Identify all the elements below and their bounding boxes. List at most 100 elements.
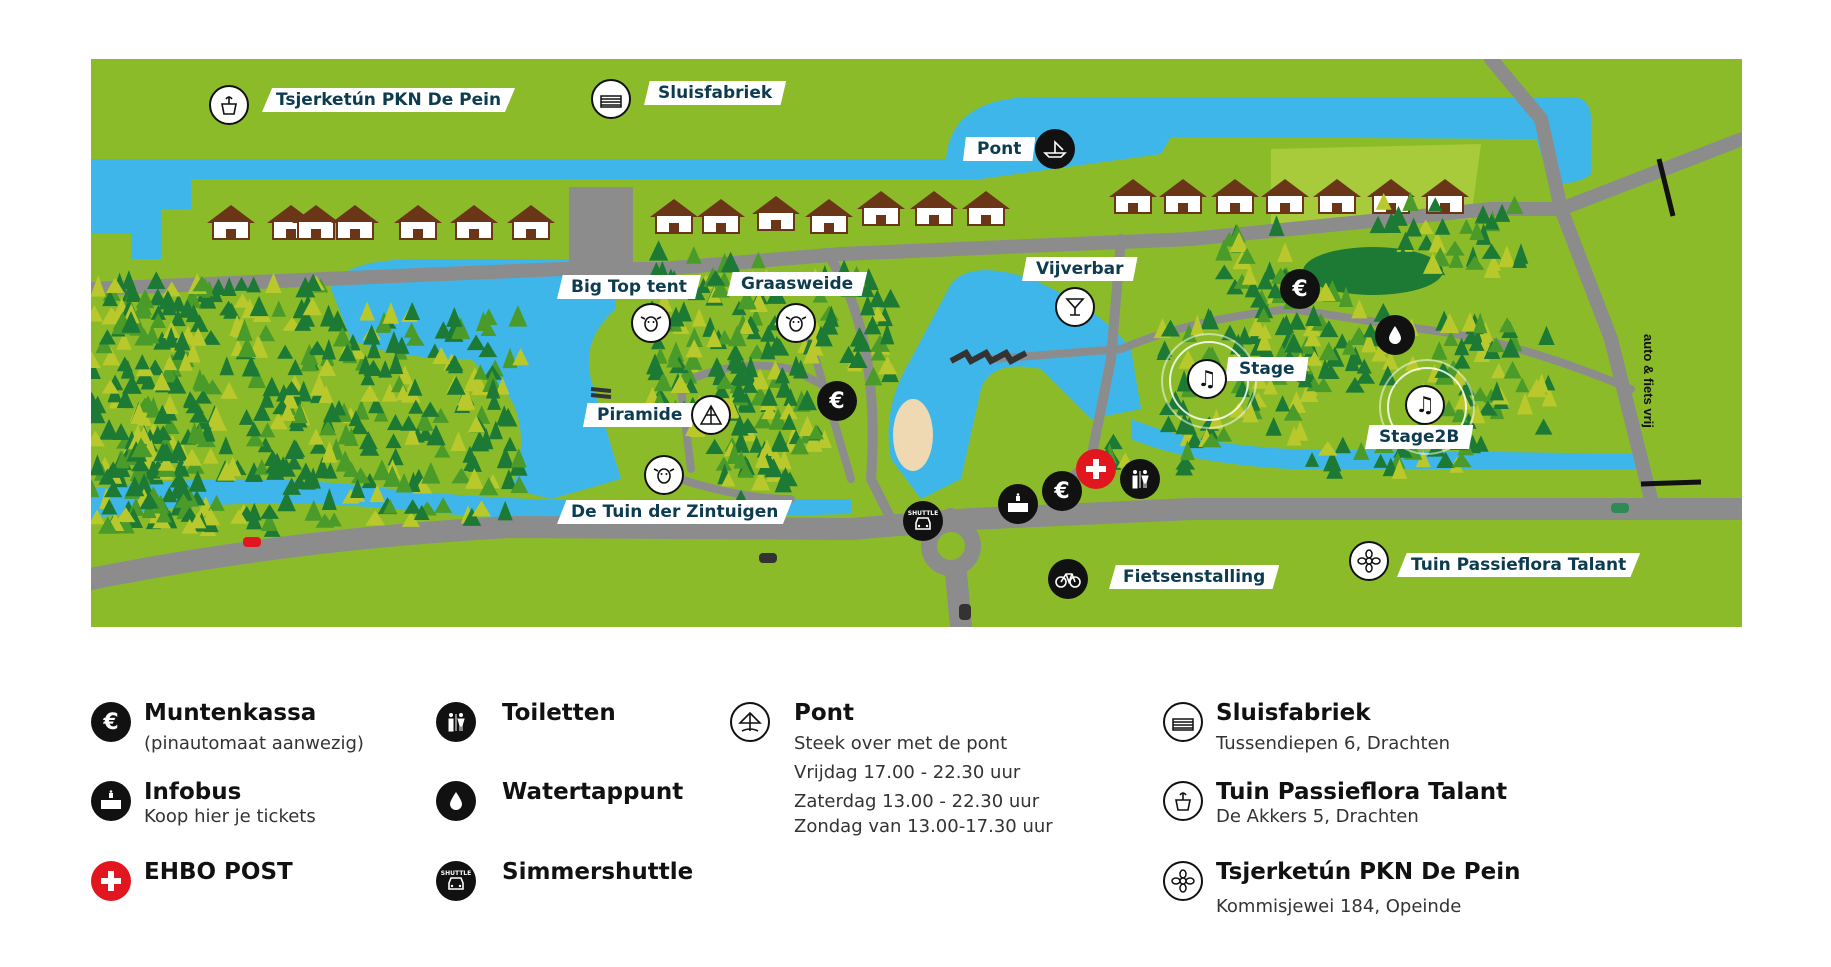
legend-line: Steek over met de pont	[794, 733, 1008, 754]
tree	[1283, 403, 1303, 421]
bridge	[949, 349, 1028, 365]
cow-icon[interactable]	[776, 303, 816, 343]
tree	[797, 389, 817, 411]
tree	[1254, 297, 1274, 319]
tree	[155, 507, 172, 523]
tree	[246, 276, 262, 293]
tree	[1265, 416, 1282, 436]
tree	[254, 458, 270, 475]
tree	[178, 352, 193, 371]
tree	[807, 424, 824, 440]
factory-icon	[1163, 702, 1203, 742]
tree	[733, 450, 749, 469]
tree	[407, 378, 423, 396]
tree	[1481, 243, 1502, 259]
label-vijverbar[interactable]: Vijverbar	[1022, 257, 1138, 281]
tree	[696, 277, 711, 293]
tree	[793, 359, 809, 379]
label-tuin-zintuigen[interactable]: De Tuin der Zintuigen	[557, 500, 793, 524]
map-canvas: auto & fiets vrij	[91, 59, 1742, 627]
tree	[1278, 314, 1294, 334]
tree	[326, 512, 342, 527]
tree	[421, 401, 440, 417]
tree	[299, 310, 316, 327]
music-note-icon[interactable]: ♫	[1187, 359, 1227, 399]
toilet-icon[interactable]	[1120, 459, 1160, 499]
label-sluisfabriek[interactable]: Sluisfabriek	[644, 81, 787, 105]
tree	[359, 431, 378, 450]
tree	[208, 494, 225, 511]
euro-icon[interactable]: €	[1280, 269, 1320, 309]
bicycle-icon[interactable]	[1048, 559, 1088, 599]
tree	[446, 307, 463, 327]
tree	[310, 374, 328, 396]
tree	[323, 462, 338, 479]
tree	[775, 377, 794, 398]
first-aid-cross-icon	[91, 861, 131, 901]
pyramid-icon[interactable]	[691, 395, 731, 435]
tree	[512, 347, 529, 366]
euro-icon[interactable]: €	[1042, 471, 1082, 511]
label-tsjerketun[interactable]: Tsjerketún PKN De Pein	[262, 88, 516, 112]
tree	[350, 467, 371, 484]
tree	[150, 304, 166, 320]
label-big-top-tent[interactable]: Big Top tent	[557, 275, 701, 299]
tree	[1454, 337, 1470, 356]
flower-icon[interactable]	[1349, 541, 1389, 581]
label-graasweide[interactable]: Graasweide	[727, 272, 868, 296]
tree	[282, 477, 302, 495]
tree	[1305, 304, 1322, 327]
tree	[116, 388, 134, 409]
road-barrier	[1640, 479, 1702, 487]
tree	[720, 251, 741, 273]
legend-title: Pont	[794, 700, 855, 726]
tree	[387, 447, 404, 466]
tree	[282, 381, 302, 396]
tree	[383, 499, 398, 514]
lake-central	[888, 270, 1141, 499]
label-fietsenstalling[interactable]: Fietsenstalling	[1109, 565, 1280, 589]
tree	[479, 477, 499, 496]
water-drop-icon[interactable]	[1375, 315, 1415, 355]
roundabout	[921, 516, 981, 576]
garden-icon[interactable]	[209, 85, 249, 125]
festival-map: auto & fiets vrij Tsjerketún PKN De Pein…	[91, 59, 1742, 627]
label-tuin-passieflora[interactable]: Tuin Passieflora Talant	[1397, 553, 1641, 577]
tree	[1249, 339, 1266, 356]
tree	[737, 287, 757, 310]
tree	[508, 304, 528, 327]
music-note-icon[interactable]: ♫	[1405, 385, 1445, 425]
shuttle-icon[interactable]: SHUTTLE	[903, 501, 943, 541]
first-aid-cross-icon[interactable]	[1076, 449, 1116, 489]
factory-icon[interactable]	[591, 79, 631, 119]
tree	[116, 331, 132, 350]
tree	[1273, 344, 1290, 361]
tree	[715, 374, 735, 390]
tree	[173, 330, 191, 351]
ferry-icon[interactable]	[1035, 129, 1075, 169]
tree	[713, 381, 730, 399]
euro-icon[interactable]: €	[817, 381, 857, 421]
cocktail-icon[interactable]	[1055, 287, 1095, 327]
label-stage[interactable]: Stage	[1225, 357, 1309, 381]
cow-icon[interactable]	[631, 303, 671, 343]
tree	[738, 318, 754, 335]
tree	[181, 518, 198, 534]
tree	[366, 339, 381, 359]
tree	[183, 390, 198, 407]
tree	[284, 439, 305, 459]
tree	[1263, 377, 1278, 395]
tree	[1471, 387, 1490, 402]
tree	[98, 516, 118, 534]
info-bus-icon[interactable]	[998, 484, 1038, 524]
tree	[1465, 255, 1485, 270]
label-stage2b[interactable]: Stage2B	[1365, 425, 1474, 449]
tree	[180, 506, 200, 522]
tree	[400, 415, 418, 431]
tree	[201, 330, 221, 345]
label-piramide[interactable]: Piramide	[583, 403, 697, 427]
label-pont[interactable]: Pont	[963, 137, 1036, 161]
cow-icon[interactable]	[644, 455, 684, 495]
tree	[253, 402, 271, 421]
tree	[705, 438, 724, 455]
